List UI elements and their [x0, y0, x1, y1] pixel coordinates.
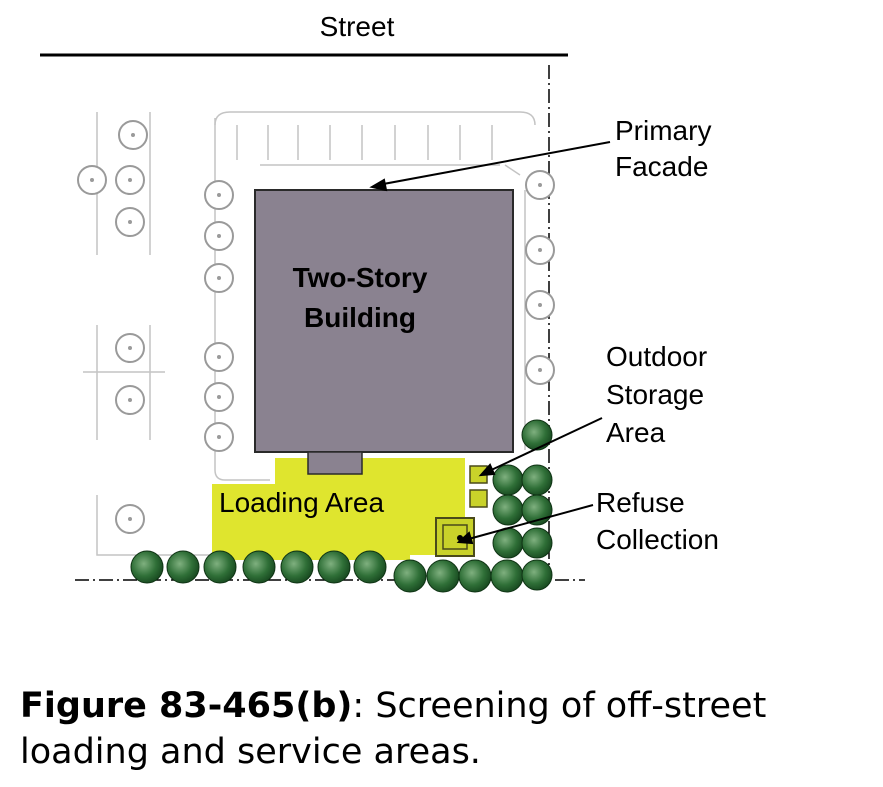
refuse-label-line1: Refuse [596, 487, 685, 518]
primary-facade-label-line1: Primary [615, 115, 711, 146]
primary-facade-label-line2: Facade [615, 151, 708, 182]
street-label: Street [320, 11, 395, 42]
outline-tree-centers [90, 133, 542, 521]
parking-outlines [83, 111, 536, 556]
outline-trees [77, 120, 555, 534]
screening-trees [130, 419, 553, 593]
building-label-line2: Building [304, 302, 416, 333]
refuse-label-line2: Collection [596, 524, 719, 555]
two-story-building [254, 189, 514, 453]
building-label-line1: Two-Story [293, 262, 428, 293]
figure-caption: Figure 83-465(b): Screening of off-stree… [20, 683, 870, 775]
storage-label-line3: Area [606, 417, 666, 448]
loading-area-label: Loading Area [219, 487, 384, 518]
storage-label-line2: Storage [606, 379, 704, 410]
leader-arrows [369, 141, 611, 545]
storage-label-line1: Outdoor [606, 341, 707, 372]
caption-text: : Screening of off-street loading and se… [20, 686, 767, 772]
figure-number: Figure 83-465(b) [20, 686, 353, 726]
loading-area [212, 458, 465, 560]
outdoor-storage-box-2 [469, 489, 488, 508]
loading-dock [307, 451, 363, 475]
